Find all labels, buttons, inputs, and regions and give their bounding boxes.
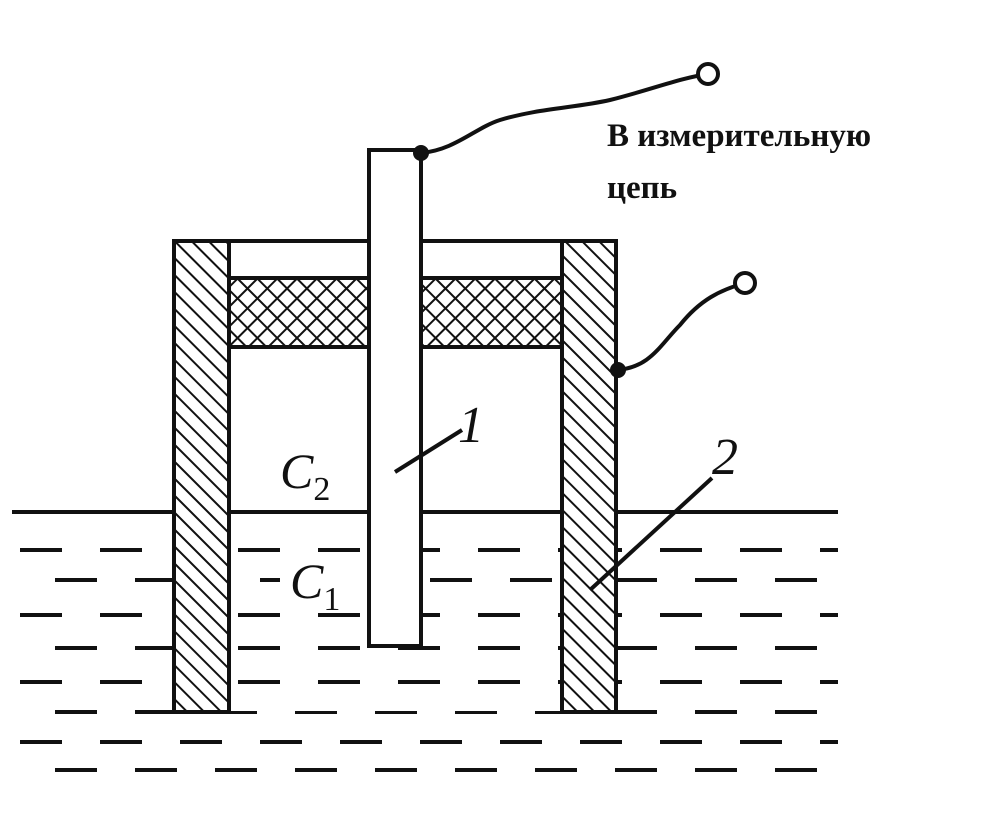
insulator-right — [419, 276, 564, 349]
label-c1: C1 — [290, 553, 340, 618]
caption-line-2: цепь — [607, 170, 678, 206]
wire-junction-dot-2 — [610, 362, 626, 378]
caption-line-1: В измерительную — [607, 118, 872, 154]
outer-electrode-right-wall — [560, 239, 618, 714]
terminal-circle-2 — [733, 271, 757, 295]
measurement-circuit-caption: В измерительную цепь — [607, 110, 987, 214]
leader-line-1 — [393, 428, 464, 474]
label-c2: C2 — [280, 443, 330, 508]
wire-junction-dot-1 — [413, 145, 429, 161]
leader-line-2 — [588, 476, 714, 592]
measurement-wire-1 — [420, 72, 709, 155]
label-electrode-1: 1 — [458, 397, 484, 454]
outer-electrode-left-wall — [172, 239, 231, 714]
inner-electrode-rod — [367, 148, 423, 648]
terminal-circle-1 — [696, 62, 720, 86]
label-electrode-2: 2 — [712, 429, 738, 486]
insulator-left — [227, 276, 371, 349]
measurement-wire-2 — [615, 281, 746, 372]
